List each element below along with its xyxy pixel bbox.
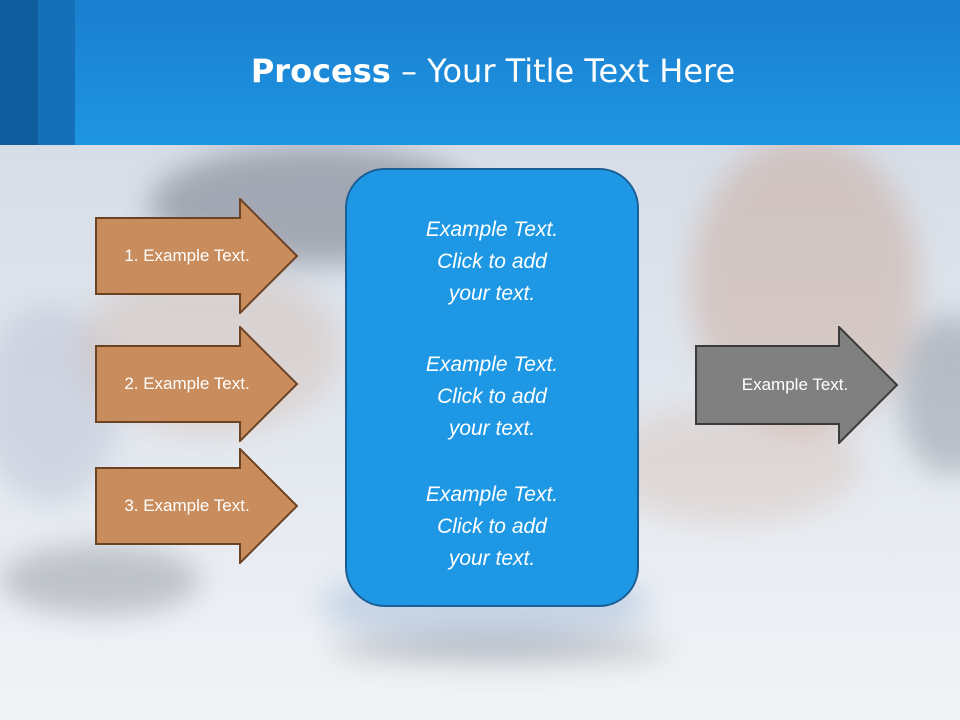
center-text-line: Click to add (437, 515, 547, 538)
slide-title[interactable]: Process – Your Title Text Here (0, 52, 960, 90)
process-step-arrow[interactable]: 3. Example Text. (95, 448, 299, 564)
process-step-arrow[interactable]: 1. Example Text. (95, 198, 299, 314)
center-text-block: Example Text. Click to add your text. (347, 349, 637, 445)
step-2-label: 2. Example Text. (124, 374, 250, 393)
step-1-label: 1. Example Text. (124, 246, 250, 265)
arrow-shape (95, 326, 299, 442)
center-text-block: Example Text. Click to add your text. (347, 214, 637, 310)
center-text-line: Example Text. (425, 218, 559, 241)
center-text-block: Example Text. Click to add your text. (347, 479, 637, 575)
center-text-line: Click to add (437, 385, 547, 408)
title-rest: – Your Title Text Here (390, 52, 736, 90)
center-text-line: Example Text. (425, 353, 559, 376)
arrow-shape (95, 198, 299, 314)
center-text-line: your text. (448, 282, 536, 305)
output-arrow[interactable]: Example Text. (695, 326, 899, 444)
center-text-line: Click to add (437, 250, 547, 273)
arrow-shape (95, 448, 299, 564)
process-step-arrow[interactable]: 2. Example Text. (95, 326, 299, 442)
title-bar: Process – Your Title Text Here (0, 0, 960, 145)
arrow-shape (695, 326, 899, 444)
header-accent-strip-2 (38, 0, 75, 145)
header-accent-strip (0, 0, 38, 145)
center-process-box[interactable]: Example Text. Click to add your text. Ex… (345, 168, 639, 607)
center-text-line: your text. (448, 417, 536, 440)
title-bold: Process (250, 52, 391, 90)
center-text-line: your text. (448, 547, 536, 570)
center-text-line: Example Text. (425, 483, 559, 506)
step-3-label: 3. Example Text. (124, 496, 250, 515)
output-label: Example Text. (741, 375, 849, 394)
